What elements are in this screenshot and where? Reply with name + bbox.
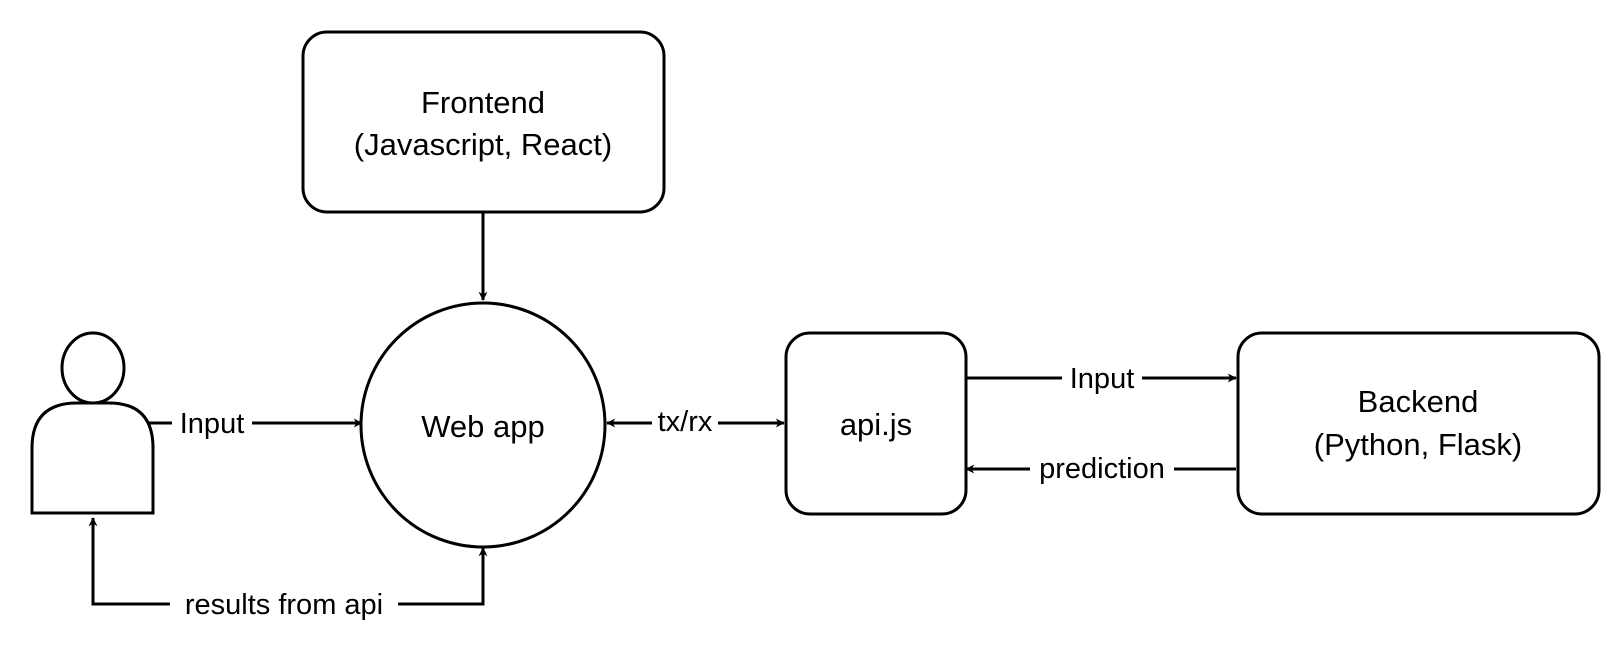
edge-label-results: results from api	[185, 589, 383, 621]
node-backend: Backend (Python, Flask)	[1236, 331, 1601, 516]
backend-title: Backend	[1358, 384, 1479, 419]
backend-subtitle: (Python, Flask)	[1314, 427, 1522, 462]
node-frontend: Frontend (Javascript, React)	[301, 30, 666, 214]
frontend-title: Frontend	[421, 85, 545, 120]
person-icon	[30, 331, 155, 515]
edge-user-to-webapp: Input	[140, 408, 363, 442]
apijs-label: api.js	[840, 407, 912, 442]
node-webapp: Web app	[359, 301, 607, 549]
edge-label-txrx: tx/rx	[658, 406, 713, 438]
edge-apijs-to-backend: Input	[966, 361, 1237, 395]
edge-label-user-input: Input	[180, 408, 245, 440]
webapp-label: Web app	[421, 409, 545, 444]
frontend-subtitle: (Javascript, React)	[354, 127, 612, 162]
edge-label-prediction: prediction	[1039, 453, 1165, 485]
edge-webapp-apijs: tx/rx	[606, 406, 785, 440]
node-apijs: api.js	[784, 331, 968, 516]
edge-label-apijs-input: Input	[1070, 363, 1135, 395]
edge-webapp-to-user: results from api	[88, 517, 488, 622]
edge-backend-to-apijs: prediction	[965, 452, 1236, 486]
